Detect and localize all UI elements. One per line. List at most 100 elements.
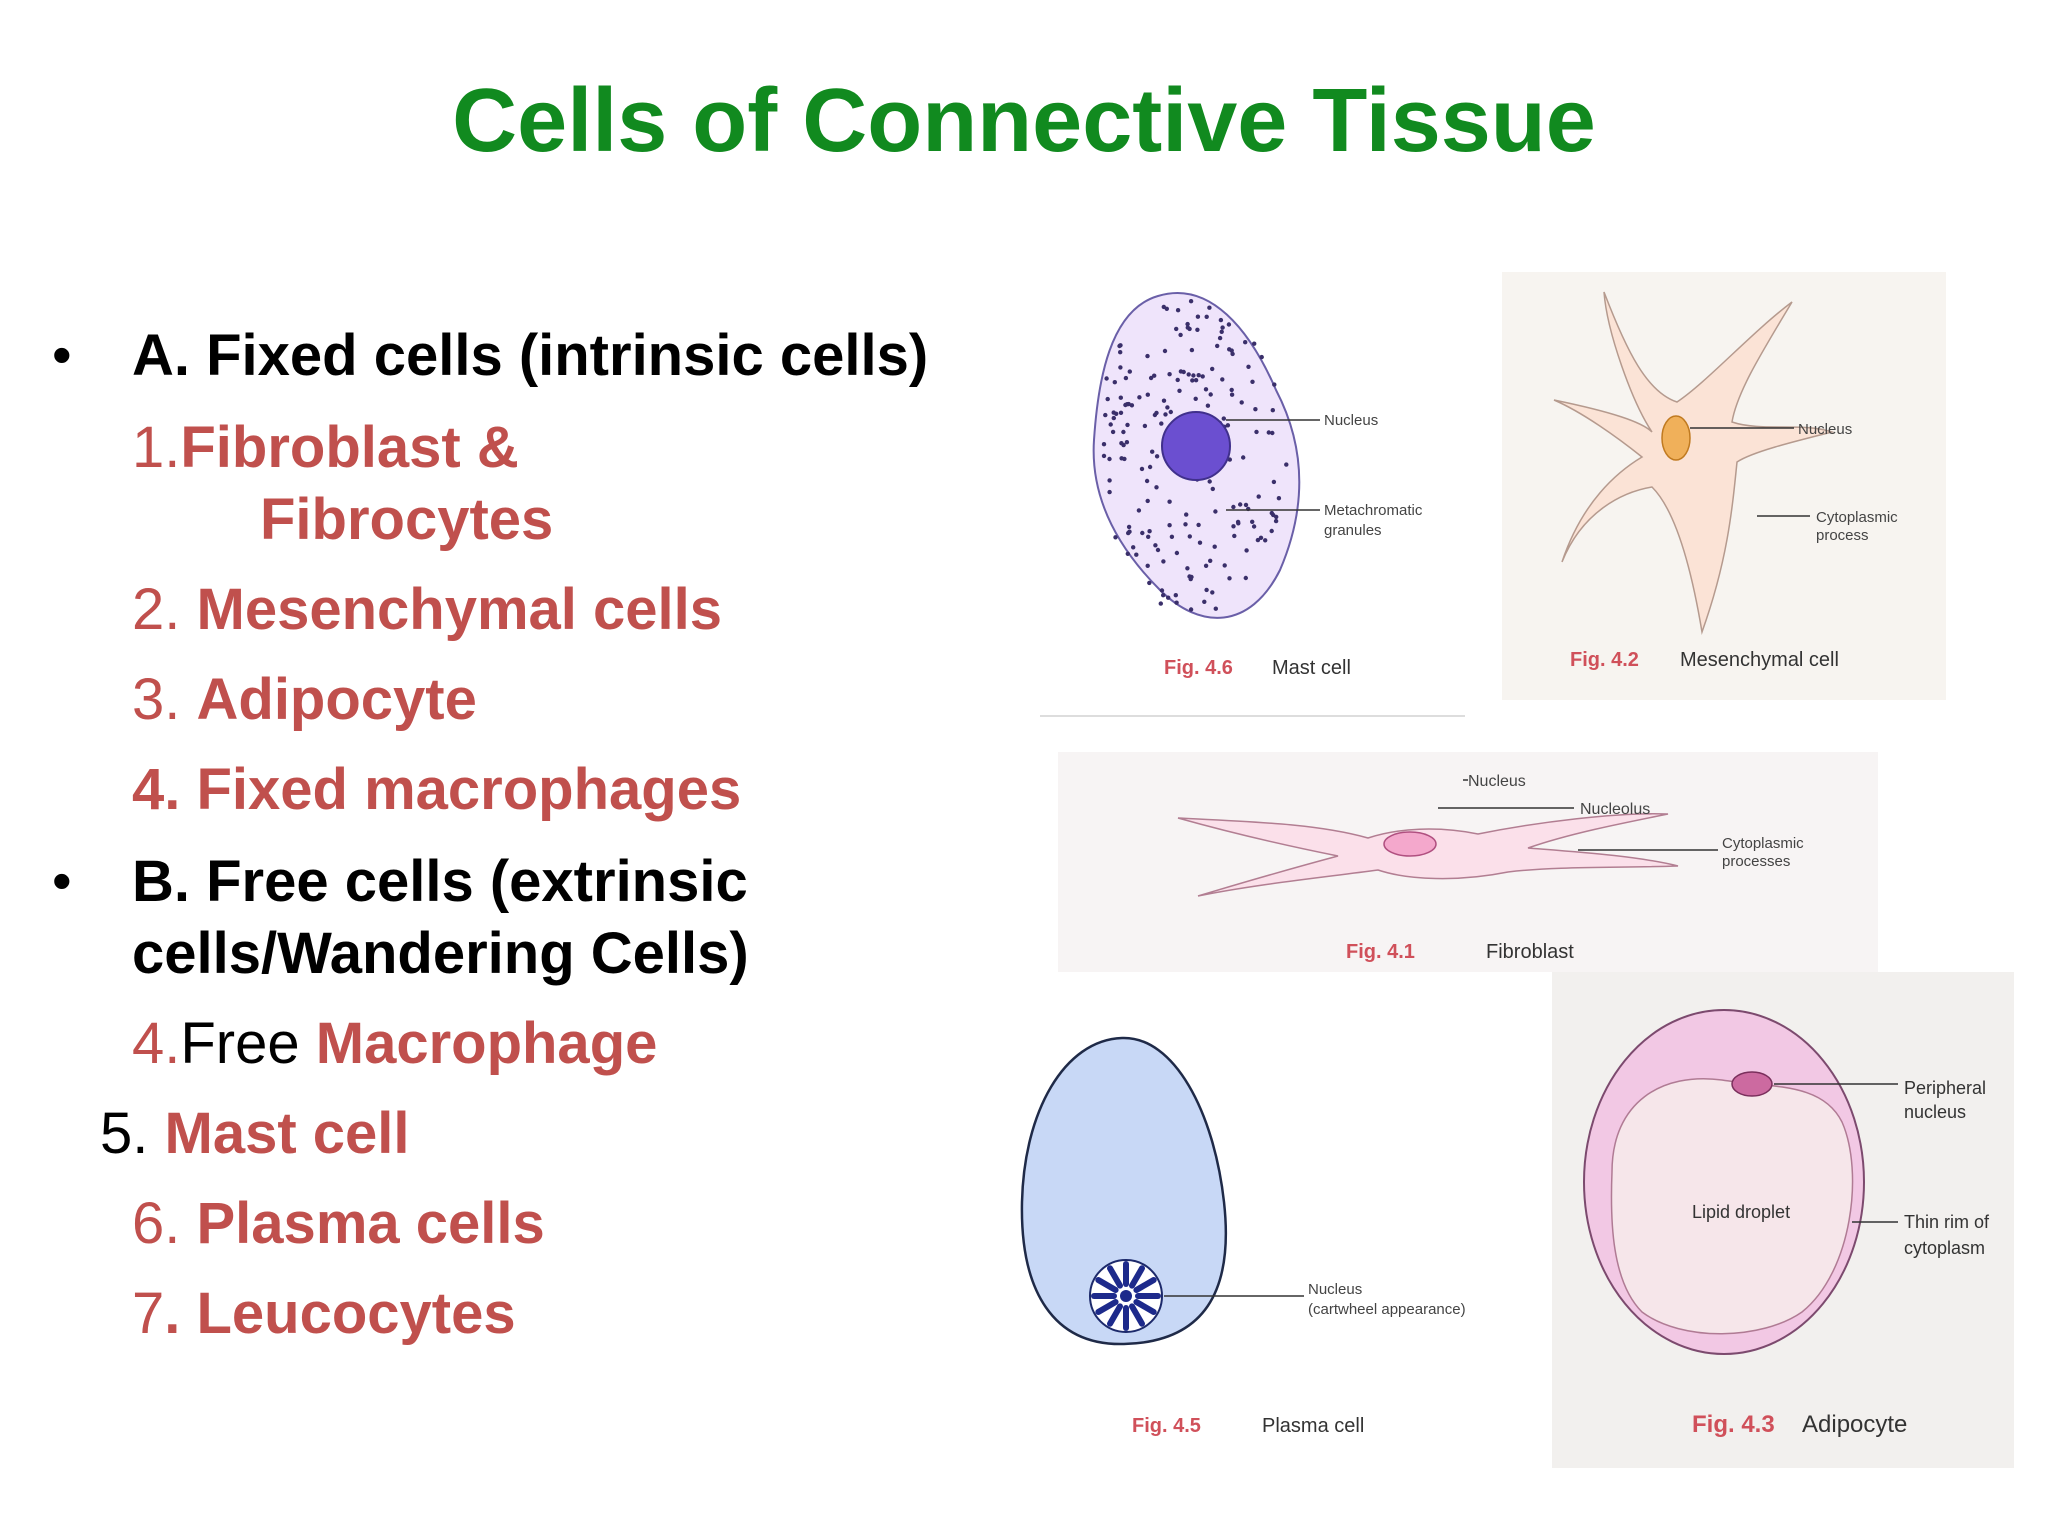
mast-label-nucleus: Nucleus: [1324, 412, 1378, 429]
plasma-fig-caption: Plasma cell: [1262, 1415, 1364, 1437]
granule-dot: [1137, 395, 1142, 400]
granule-dot: [1204, 587, 1209, 593]
granule-dot: [1118, 410, 1124, 415]
mast-fig-caption: Mast cell: [1272, 657, 1351, 679]
granule-dot: [1229, 387, 1234, 393]
granule-dot: [1126, 524, 1132, 530]
granule-dot: [1220, 377, 1225, 382]
slide-title: Cells of Connective Tissue: [452, 71, 1596, 171]
granule-dot: [1101, 453, 1107, 459]
granule-dot: [1251, 524, 1257, 529]
granule-dot: [1193, 378, 1199, 383]
list-item-fibroblast: 1.Fibroblast &: [132, 415, 519, 480]
chromatin-center: [1120, 1290, 1132, 1302]
granule-dot: [1231, 524, 1236, 529]
granule-dot: [1244, 548, 1249, 553]
plasma-cell-figure: Nucleus (cartwheel appearance) Fig. 4.5 …: [1014, 1032, 1534, 1452]
granule-dot: [1147, 464, 1153, 470]
fibroblast-label-nucleus: Nucleus: [1468, 773, 1526, 790]
granule-dot: [1167, 372, 1172, 377]
granule-dot: [1203, 563, 1209, 568]
granule-dot: [1232, 533, 1237, 539]
granule-dot: [1113, 535, 1118, 540]
mast-label-metachromatic: Metachromatic: [1324, 502, 1423, 519]
mesenchymal-label-process: process: [1816, 527, 1869, 544]
list-item-fixed-macrophages: 4. Fixed macrophages: [132, 757, 742, 822]
fibroblast-nucleus: [1383, 831, 1437, 857]
granule-dot: [1269, 510, 1274, 516]
granule-dot: [1145, 498, 1150, 504]
bullet-dot: •: [52, 849, 72, 912]
granule-dot: [1104, 376, 1109, 381]
granule-dot: [1225, 423, 1231, 428]
granule-dot: [1235, 519, 1241, 525]
fibroblast-label-cytoplasmic: Cytoplasmic: [1722, 835, 1804, 852]
granule-dot: [1169, 534, 1175, 539]
granule-dot: [1250, 519, 1255, 524]
granule-dot: [1243, 502, 1249, 508]
free-cells-heading-line2: cells/Wandering Cells): [132, 921, 749, 986]
granule-dot: [1161, 398, 1167, 403]
granule-dot: [1126, 401, 1131, 407]
plasma-label-nucleus: Nucleus: [1308, 1281, 1362, 1298]
granule-dot: [1154, 410, 1159, 416]
granule-dot: [1139, 466, 1145, 472]
granule-dot: [1174, 326, 1179, 332]
granule-dot: [1174, 550, 1180, 556]
granule-dot: [1118, 365, 1123, 370]
granule-dot: [1272, 382, 1277, 387]
granule-dot: [1185, 566, 1190, 571]
granule-dot: [1118, 350, 1123, 355]
granule-dot: [1161, 593, 1166, 598]
granule-dot: [1150, 449, 1155, 454]
granule-dot: [1227, 457, 1232, 462]
granule-dot: [1221, 416, 1226, 421]
granule-dot: [1231, 504, 1236, 510]
plasma-fig-number: Fig. 4.5: [1132, 1415, 1201, 1437]
granule-dot: [1168, 409, 1173, 415]
granule-dot: [1152, 373, 1157, 378]
granule-dot: [1112, 380, 1117, 385]
granule-dot: [1207, 305, 1212, 310]
granule-dot: [1210, 366, 1215, 372]
granule-dot: [1124, 440, 1130, 445]
granule-dot: [1239, 400, 1244, 405]
granule-dot: [1203, 387, 1209, 392]
granule-dot: [1173, 593, 1178, 598]
granule-dot: [1256, 494, 1261, 499]
adipocyte-fig-number: Fig. 4.3: [1692, 1411, 1775, 1438]
granule-dot: [1164, 306, 1169, 311]
granule-dot: [1119, 456, 1124, 461]
granule-dot: [1263, 538, 1268, 543]
granule-dot: [1219, 329, 1224, 334]
adipocyte-label-lipid: Lipid droplet: [1692, 1202, 1790, 1222]
granule-dot: [1200, 374, 1205, 379]
granule-dot: [1107, 489, 1112, 495]
plasma-label-cartwheel: (cartwheel appearance): [1308, 1301, 1466, 1318]
granule-dot: [1250, 379, 1255, 384]
granule-dot: [1202, 599, 1207, 604]
granule-dot: [1118, 395, 1123, 400]
mesenchymal-fig-caption: Mesenchymal cell: [1680, 649, 1839, 671]
chromatin-spoke: [1133, 1277, 1157, 1293]
granule-dot: [1178, 332, 1183, 338]
granule-dot: [1148, 375, 1154, 381]
granule-dot: [1184, 512, 1189, 517]
list-item-mesenchymal: 2. Mesenchymal cells: [132, 577, 723, 642]
adipocyte-label-peripheral: Peripheral: [1904, 1078, 1986, 1098]
granule-dot: [1108, 422, 1113, 427]
granule-dot: [1131, 545, 1136, 550]
granule-dot: [1208, 558, 1213, 563]
granule-dot: [1162, 348, 1168, 354]
granule-dot: [1142, 423, 1148, 429]
list-item-leucocytes: 7. Leucocytes: [132, 1281, 516, 1346]
fibroblast-fig-caption: Fibroblast: [1486, 941, 1574, 963]
granule-dot: [1227, 576, 1232, 581]
granule-dot: [1273, 518, 1279, 524]
granule-dot: [1243, 575, 1248, 581]
granule-dot: [1266, 430, 1271, 435]
granule-dot: [1175, 308, 1181, 313]
granule-dot: [1186, 372, 1191, 377]
granule-dot: [1197, 540, 1203, 545]
mast-cell-figure: Nucleus Metachromatic granules Fig. 4.6 …: [1040, 270, 1470, 720]
